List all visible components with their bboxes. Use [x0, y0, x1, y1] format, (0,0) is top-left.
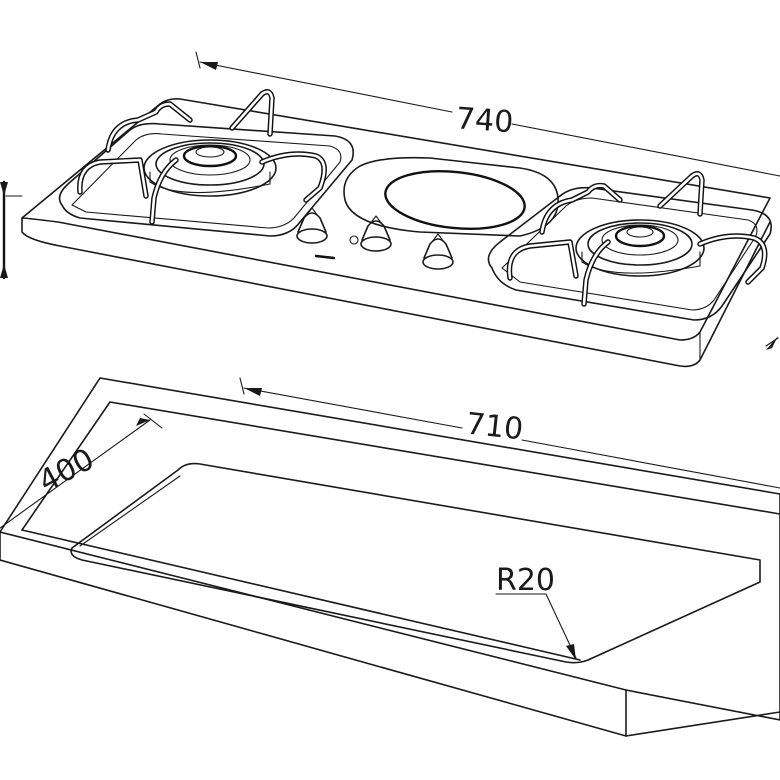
- right-burner-recess: [487, 186, 772, 321]
- cutout-opening: [70, 462, 761, 664]
- center-plate-recess: [343, 156, 559, 237]
- cutout-width-label: 710: [464, 407, 525, 448]
- cooktop-front-edge: [21, 217, 771, 368]
- right-burner: [575, 219, 705, 277]
- brand-badge: [314, 254, 336, 260]
- frame-outer-top: [0, 377, 780, 721]
- left-pan-support: [77, 89, 327, 225]
- control-knob-left: [296, 207, 328, 244]
- control-knob-right: [422, 233, 454, 270]
- cutout-depth-label: 400: [33, 442, 100, 500]
- frame-bottom-edge: [0, 559, 780, 737]
- right-pan-support: [506, 171, 768, 307]
- dimension-740: 740: [195, 51, 780, 177]
- control-knob-middle: [349, 215, 392, 252]
- left-burner: [143, 139, 277, 197]
- corner-radius-label: R20: [496, 563, 555, 598]
- hob-width-label: 740: [455, 101, 515, 140]
- left-depth-dimension-fragment: [0, 180, 23, 280]
- cutout-frame: [0, 377, 780, 737]
- hot-plate: [384, 170, 526, 230]
- cooktop: [21, 98, 772, 368]
- cooktop-top-plate: [21, 98, 771, 341]
- dimension-400: 400: [0, 413, 163, 529]
- corner-radius-callout: R20: [495, 563, 577, 660]
- dimension-710: 710: [239, 377, 780, 489]
- frame-inner-rim: [21, 401, 780, 531]
- left-burner-recess: [58, 122, 354, 237]
